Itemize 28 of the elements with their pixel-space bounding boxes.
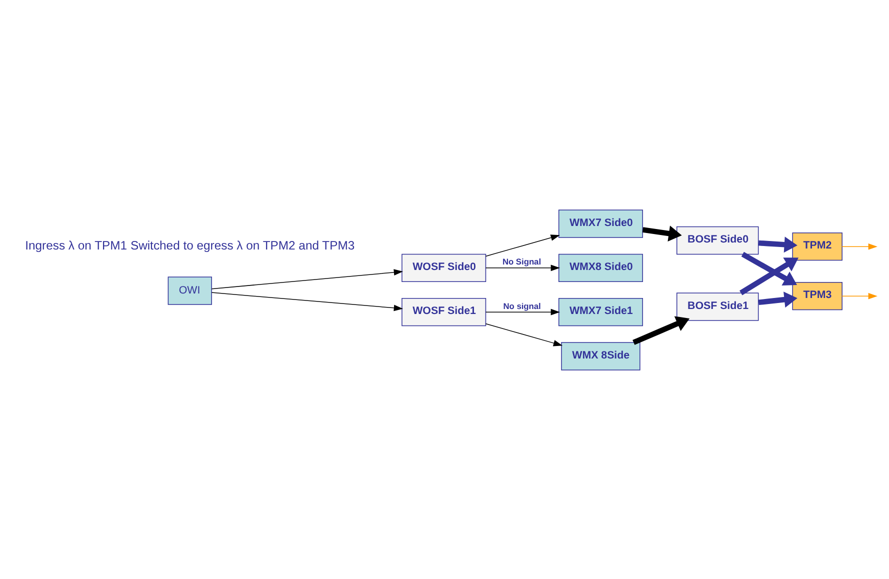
label: Ingress λ on TPM1 Switched to egress λ on TPM2 and TPM3: [25, 238, 355, 252]
edge-label: No signal: [503, 300, 541, 310]
node-box: OWI: [168, 276, 212, 304]
arrow: [758, 291, 798, 308]
arrow: [632, 316, 690, 344]
arrow: [740, 257, 798, 295]
arrow: [485, 308, 560, 315]
arrow: [485, 264, 560, 271]
node-box: BOSF Side0: [676, 226, 759, 254]
arrow: [211, 268, 404, 289]
arrow: [485, 234, 560, 256]
node-box: WMX7 Side0: [558, 209, 643, 238]
arrow: [485, 322, 563, 346]
node-box: WOSF Side0: [402, 253, 486, 282]
node-box: WOSF Side1: [402, 298, 486, 326]
arrow: [642, 225, 682, 241]
node-box: WMX7 Side1: [558, 298, 643, 326]
arrow: [842, 292, 878, 299]
node-box: WMX8 Side0: [558, 253, 643, 282]
edge-label: No Signal: [502, 256, 542, 266]
node-box: WMX 8Side: [561, 342, 640, 370]
arrow: [741, 251, 798, 286]
node-box: TPM3: [792, 282, 842, 310]
arrow: [758, 236, 798, 252]
node-box: TPM2: [792, 232, 842, 260]
arrow: [842, 242, 878, 250]
arrow: [211, 292, 404, 311]
node-box: BOSF Side1: [676, 292, 759, 320]
